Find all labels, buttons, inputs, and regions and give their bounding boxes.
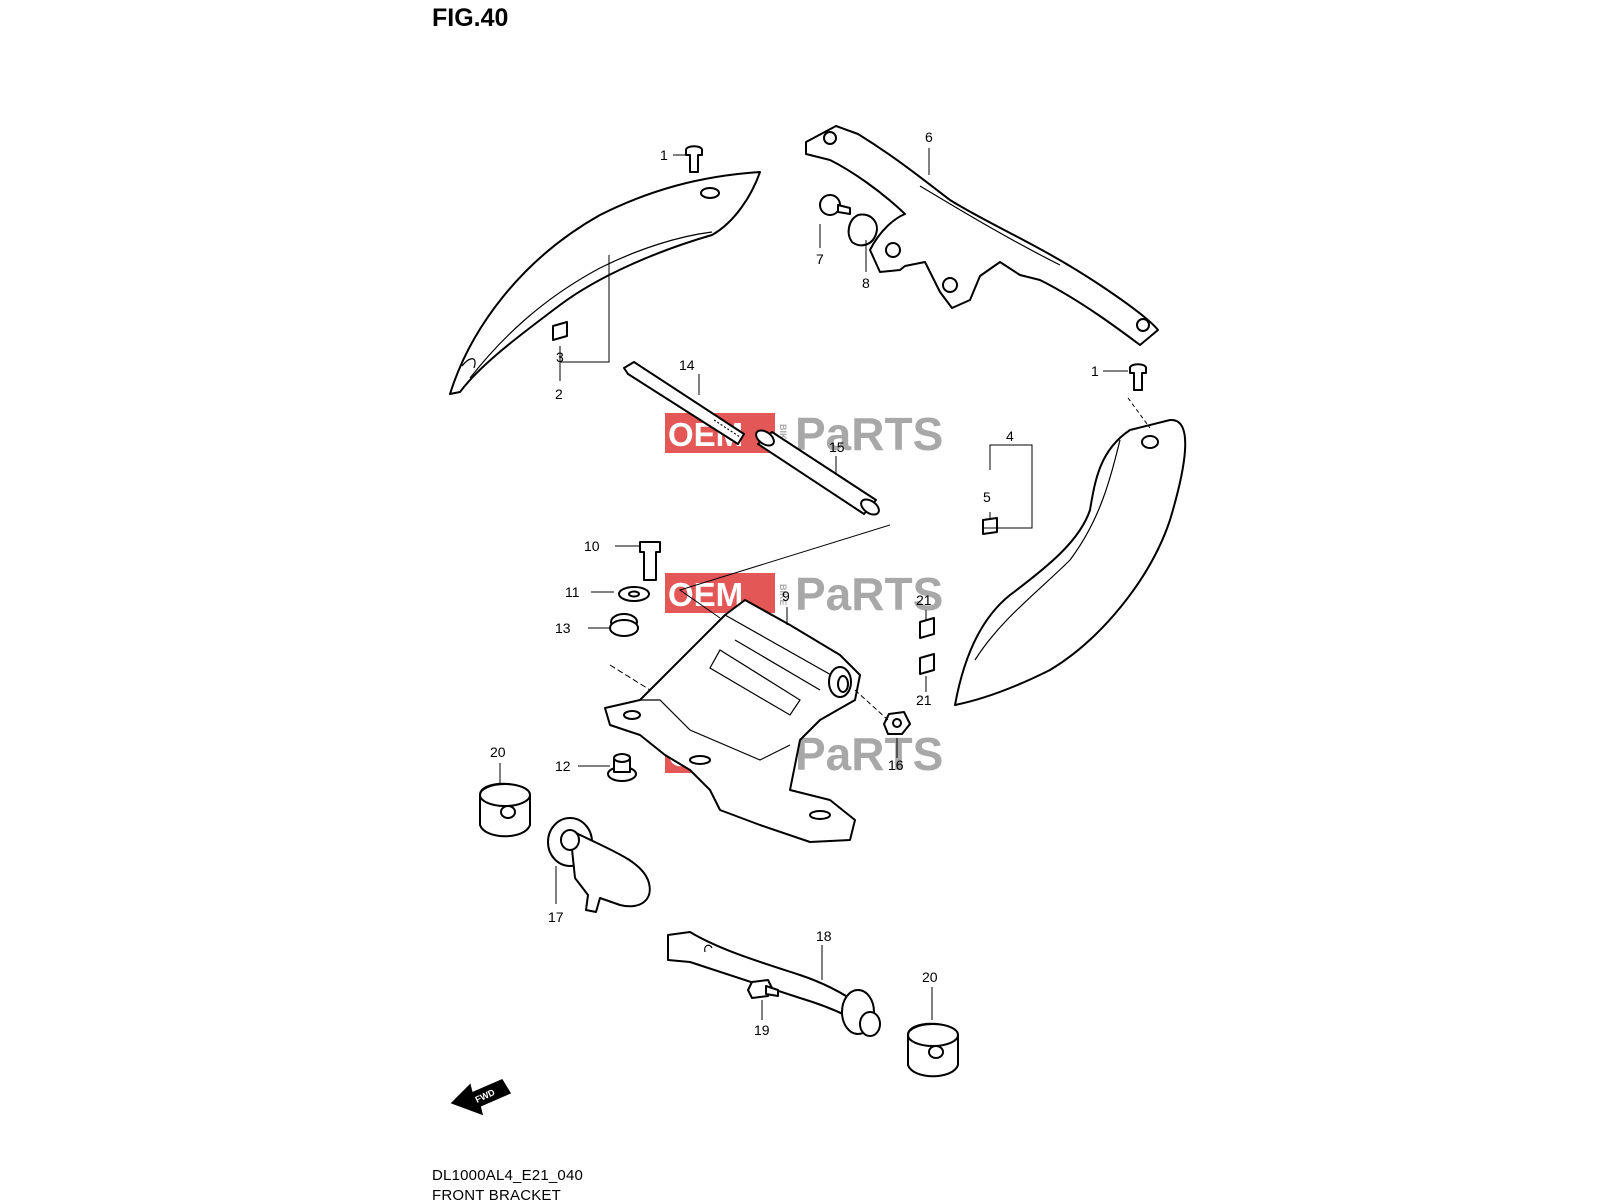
callout-11: 11 — [565, 584, 580, 600]
assembly-line-16-to-9 — [854, 689, 889, 721]
callout-10: 10 — [584, 538, 600, 554]
part-7-bolt — [819, 194, 851, 216]
part-18-stay — [667, 931, 881, 1037]
callout-21: 21 — [916, 592, 932, 608]
fwd-arrow-icon: FWD — [450, 1079, 512, 1116]
callout-6: 6 — [925, 129, 933, 145]
callout-21: 21 — [916, 692, 932, 708]
part-15-sleeve — [755, 429, 880, 516]
callout-1: 1 — [660, 147, 668, 163]
callout-5: 5 — [983, 489, 991, 505]
part-20b-damper — [907, 1022, 959, 1078]
callout-15: 15 — [829, 439, 845, 455]
callout-17: 17 — [548, 909, 564, 925]
part-16-nut — [883, 711, 911, 735]
callout-1: 1 — [1091, 363, 1099, 379]
callout-14: 14 — [679, 357, 695, 373]
watermark-parts-text: PaRTS — [795, 408, 943, 460]
watermark-parts-text: PaRTS — [795, 728, 943, 780]
leader-lines — [499, 148, 1128, 1020]
callout-13: 13 — [555, 620, 571, 636]
part-17-stay — [547, 817, 651, 913]
part-13-grommet — [609, 613, 639, 637]
callout-8: 8 — [862, 275, 870, 291]
callout-18: 18 — [816, 928, 832, 944]
callout-3: 3 — [556, 349, 564, 365]
part-6-upper-bracket — [805, 125, 1159, 346]
part-20a-damper — [479, 782, 531, 838]
part-1b-screw — [1129, 363, 1147, 391]
callout-20: 20 — [490, 744, 506, 760]
assembly-line-13-to-9 — [609, 664, 651, 691]
part-21b-clip — [919, 653, 935, 675]
part-21a-clip — [919, 617, 935, 639]
part-8-collar — [847, 213, 878, 247]
figure-name: FRONT BRACKET — [432, 1187, 562, 1204]
part-9-front-bracket — [604, 599, 861, 843]
callout-19: 19 — [754, 1022, 770, 1038]
part-4-right-brace — [954, 397, 1187, 706]
figure-code: DL1000AL4_E21_040 — [432, 1167, 584, 1184]
callout-9: 9 — [782, 588, 790, 604]
callout-12: 12 — [555, 758, 571, 774]
part-3-label — [552, 321, 568, 341]
figure-title: FIG.40 — [432, 4, 509, 32]
watermark-bike-text: BIKE — [778, 584, 788, 606]
watermark-bike-text: BIKE — [778, 424, 788, 446]
callout-2: 2 — [555, 386, 563, 402]
callout-7: 7 — [816, 251, 824, 267]
assembly-line-15-to-9 — [678, 524, 891, 619]
part-14-long-bolt — [623, 361, 745, 445]
watermark-middle: OEM BIKE PaRTS — [665, 568, 943, 620]
part-11-washer — [618, 586, 650, 602]
callout-20: 20 — [922, 969, 938, 985]
watermark-parts-text: PaRTS — [795, 568, 943, 620]
part-2-left-brace — [449, 171, 761, 395]
callout-16: 16 — [888, 757, 904, 773]
callout-labels: 1 1 2 3 4 5 6 7 8 9 10 11 12 13 14 15 16… — [490, 129, 1099, 1038]
part-19-bolt — [747, 979, 779, 999]
part-10-bolt — [639, 541, 661, 581]
part-5-label — [982, 517, 998, 535]
part-12-collar — [607, 753, 637, 782]
callout-4: 4 — [1006, 428, 1014, 444]
part-1a-screw — [685, 145, 703, 173]
